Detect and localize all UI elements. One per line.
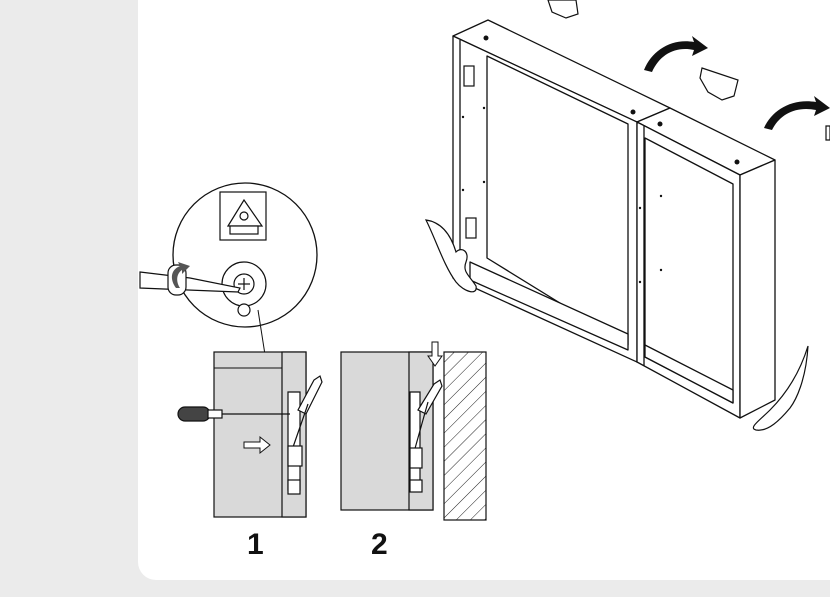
step-number-2: 2 <box>371 528 388 561</box>
step-2-panel <box>340 351 487 521</box>
cabinet-frame <box>452 19 776 419</box>
down-arrow-icon <box>427 341 443 367</box>
push-arrow-icon <box>243 435 271 455</box>
cabinet-bracket-icon <box>463 65 477 239</box>
curved-arrow-icon <box>644 36 830 130</box>
hand-icon <box>424 219 809 431</box>
detail-circle <box>172 182 318 328</box>
rotate-arrow-icon <box>171 262 190 288</box>
screwdriver-icon <box>177 406 290 422</box>
cabinet-screw-holes <box>461 35 740 284</box>
step-1-panel <box>213 351 323 518</box>
loose-bracket-icon <box>547 0 830 141</box>
step-number-1: 1 <box>247 528 264 561</box>
